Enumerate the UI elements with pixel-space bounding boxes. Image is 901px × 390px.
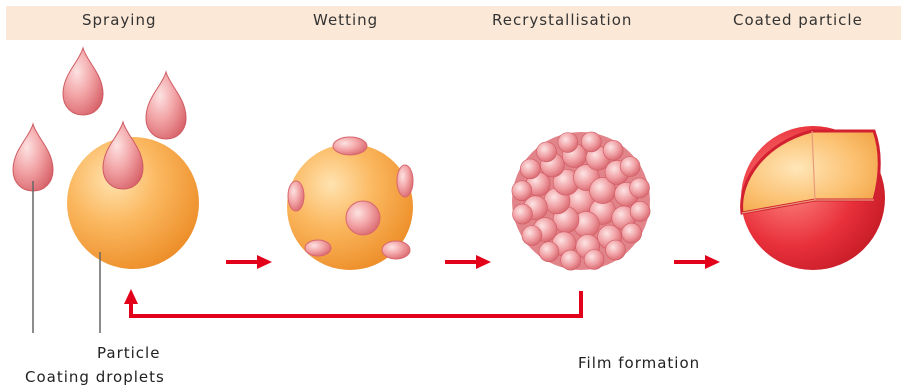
spraying-stage <box>13 48 199 333</box>
wetting-droplet-bead <box>346 201 380 235</box>
coating-droplets-label: Coating droplets <box>25 368 165 386</box>
crystal-blob <box>558 133 578 153</box>
crystal-blob <box>520 159 540 179</box>
wetting-patch <box>305 240 331 256</box>
wetting-patch <box>397 165 413 197</box>
crystal-blob <box>581 132 601 152</box>
particle-label: Particle <box>97 344 160 362</box>
crystal-blob <box>539 242 559 262</box>
wetting-patch <box>382 241 410 259</box>
crystal-blob <box>513 204 533 224</box>
arrow-recrystallisation-to-coated <box>674 255 720 269</box>
droplet-right <box>146 72 186 139</box>
crystal-blob <box>606 240 626 260</box>
droplet-top <box>63 48 103 115</box>
droplet-on-particle <box>103 122 143 189</box>
film-formation-loop-arrow <box>124 289 581 316</box>
crystal-blob <box>630 201 650 221</box>
crystal-blob <box>622 223 642 243</box>
wetting-stage <box>287 137 413 270</box>
crystal-blob <box>620 157 640 177</box>
crystal-blob <box>584 250 604 270</box>
recrystallisation-stage <box>512 132 650 270</box>
crystal-blob <box>522 226 542 246</box>
crystal-blob <box>512 181 532 201</box>
coated-particle-stage <box>741 126 885 270</box>
film-formation-label: Film formation <box>578 354 700 372</box>
arrow-wetting-to-recrystallisation <box>445 255 491 269</box>
flow-arrows <box>124 255 720 316</box>
arrow-spraying-to-wetting <box>226 255 272 269</box>
crystal-blob <box>561 250 581 270</box>
wetting-patch <box>288 181 304 211</box>
crystal-blob <box>537 142 557 162</box>
crystal-blob <box>603 140 623 160</box>
droplet-left <box>13 124 53 191</box>
crystal-blob <box>630 178 650 198</box>
wetting-patch <box>333 137 367 155</box>
